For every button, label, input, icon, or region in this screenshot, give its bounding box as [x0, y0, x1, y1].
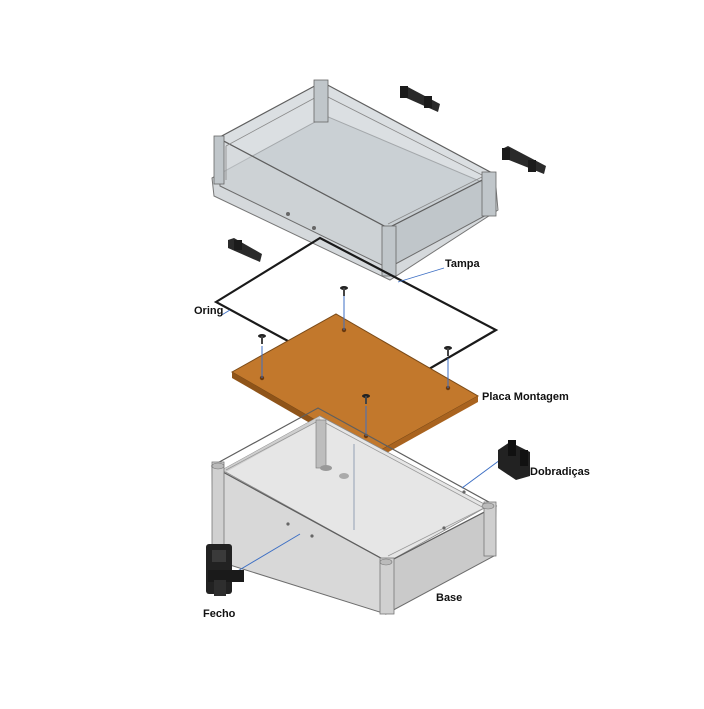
label-oring: Oring — [194, 305, 224, 317]
lid-corner-post — [313, 79, 329, 123]
lid-corner-post — [381, 225, 397, 277]
label-tampa: Tampa — [445, 258, 480, 270]
hinge-upper — [400, 86, 440, 112]
screw — [258, 334, 266, 378]
latch-fecho — [206, 533, 301, 596]
lid-corner-post — [213, 135, 225, 185]
hinge-dobradicas — [461, 440, 530, 489]
lid-tampa — [211, 79, 499, 281]
latch-clip-small — [228, 238, 262, 262]
hinge-upper-2 — [502, 146, 546, 174]
lid-corner-post — [481, 171, 497, 217]
label-placa-montagem: Placa Montagem — [482, 391, 569, 403]
label-dobradicas: Dobradiças — [530, 466, 590, 478]
screw — [444, 346, 452, 388]
label-fecho: Fecho — [203, 608, 236, 620]
standoff — [315, 419, 327, 469]
screws — [258, 286, 452, 436]
screw — [340, 286, 348, 330]
label-base: Base — [436, 592, 463, 604]
base-box — [210, 407, 498, 615]
screw — [362, 394, 370, 436]
